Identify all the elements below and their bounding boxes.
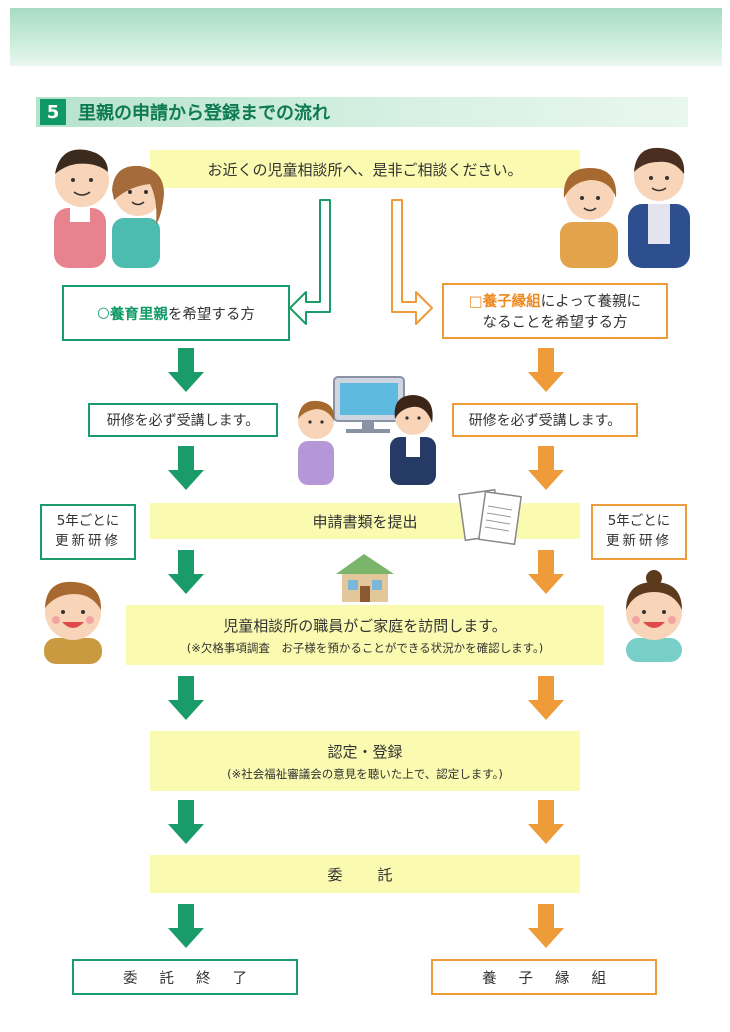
top-decorative-band [10, 8, 722, 66]
end-entrustment-box: 委託終了 [72, 959, 298, 995]
adopt-rest: によって養親に [540, 294, 642, 310]
entrustment-text: 委 託 [327, 865, 403, 884]
foster-highlight: 養育里親 [109, 306, 168, 323]
couple-right-illustration [560, 147, 690, 268]
renewal-right-line1: 5年ごとに [607, 513, 671, 530]
foster-parent-box: ○ 養育里親 を希望する方 [62, 285, 290, 341]
adopt-highlight: 養子縁組 [482, 294, 541, 310]
adopt-mark: □ [468, 294, 483, 310]
training-illustration [298, 376, 436, 485]
arrow-orange-2 [528, 446, 564, 490]
foster-mark: ○ [97, 305, 110, 321]
adoption-result-text: 養子縁組 [482, 970, 628, 987]
arrow-orange-1 [528, 348, 564, 392]
arrow-orange-6 [528, 904, 564, 948]
arrow-orange-4 [528, 676, 564, 720]
arrow-green-2 [168, 446, 204, 490]
training-text-right: 研修を必ず受講します。 [468, 413, 622, 429]
entrustment-box: 委 託 [150, 855, 580, 893]
arrow-green-3 [168, 550, 204, 594]
adoption-box: □養子縁組によって養親に なることを希望する方 [442, 283, 668, 339]
arrow-green-5 [168, 800, 204, 844]
child-left-illustration [44, 581, 102, 664]
adoption-result-box: 養子縁組 [431, 959, 657, 995]
house-icon [336, 554, 394, 602]
training-box-right: 研修を必ず受講します。 [452, 403, 638, 437]
renewal-left-line2: 更新研修 [55, 533, 121, 549]
foster-rest: を希望する方 [167, 306, 255, 323]
certification-title: 認定・登録 [327, 742, 403, 761]
home-visit-box: 児童相談所の職員がご家庭を訪問します。 (※欠格事項調査 お子様を預かることがで… [126, 605, 604, 665]
renewal-box-left: 5年ごとに 更新研修 [40, 504, 136, 560]
section-title: 里親の申請から登録までの流れ [78, 103, 330, 124]
renewal-box-right: 5年ごとに 更新研修 [591, 504, 687, 560]
branch-arrow-orange [391, 199, 433, 325]
home-visit-title: 児童相談所の職員がご家庭を訪問します。 [223, 616, 507, 635]
arrow-green-1 [168, 348, 204, 392]
branch-arrow-green [289, 199, 331, 325]
training-text-left: 研修を必ず受講します。 [106, 413, 260, 429]
child-right-illustration [626, 570, 682, 662]
section-number: 5 [40, 99, 66, 125]
arrow-green-6 [168, 904, 204, 948]
renewal-right-line2: 更新研修 [606, 533, 672, 549]
submit-text: 申請書類を提出 [312, 512, 418, 531]
certification-note: (※社会福祉審議会の意見を聴いた上で、認定します。) [227, 766, 503, 781]
documents-icon [458, 488, 523, 546]
adopt-line2: なることを希望する方 [482, 315, 628, 331]
couple-left-illustration [54, 149, 164, 268]
training-box-left: 研修を必ず受講します。 [88, 403, 278, 437]
arrow-orange-3 [528, 550, 564, 594]
certification-box: 認定・登録 (※社会福祉審議会の意見を聴いた上で、認定します。) [150, 731, 580, 791]
section-header: 5 里親の申請から登録までの流れ [36, 97, 688, 127]
consult-box: お近くの児童相談所へ、是非ご相談ください。 [150, 150, 580, 188]
consult-text: お近くの児童相談所へ、是非ご相談ください。 [207, 160, 523, 179]
renewal-left-line1: 5年ごとに [56, 513, 120, 530]
arrow-orange-5 [528, 800, 564, 844]
arrow-green-4 [168, 676, 204, 720]
end-entrustment-text: 委託終了 [123, 970, 269, 987]
home-visit-note: (※欠格事項調査 お子様を預かることができる状況かを確認します。) [186, 640, 544, 655]
